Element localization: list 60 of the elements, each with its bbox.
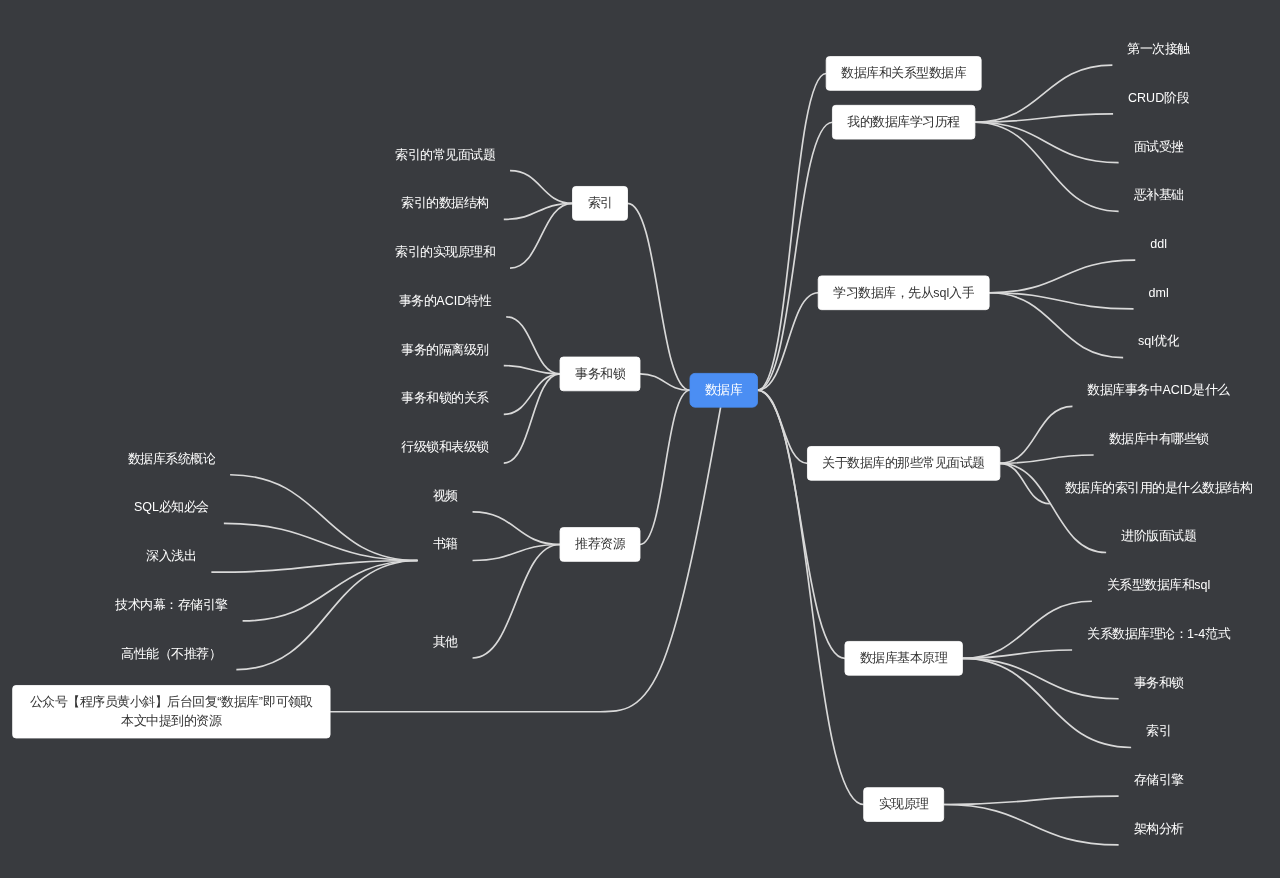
subtopic-label: 深入浅出: [146, 548, 197, 563]
subtopic-label: 数据库的索引用的是什么数据结构: [1064, 480, 1253, 495]
subtopic-label: 关系数据库理论：1-4范式: [1087, 626, 1231, 641]
subtopic-label: 高性能（不推荐）: [121, 645, 222, 661]
subtopic-label: 书籍: [432, 536, 458, 551]
subtopic-label: CRUD阶段: [1128, 90, 1190, 105]
connector-line: [961, 649, 1073, 660]
subtopic-label: 索引的常见面试题: [395, 146, 496, 162]
connector-line: [756, 389, 865, 806]
connector-line: [502, 373, 561, 464]
topic-box: 推荐资源: [559, 527, 641, 562]
connector-line: [329, 406, 722, 713]
subtopic-label: 事务和锁: [1133, 675, 1184, 690]
topic-box: 我的数据库学习历程: [832, 104, 976, 140]
topic-box: 数据库和关系型数据库: [825, 56, 982, 91]
connector-line: [961, 657, 1132, 749]
subtopic-label: 架构分析: [1133, 821, 1184, 836]
subtopic-label: 数据库系统概论: [127, 451, 216, 466]
topic-box: 实现原理: [863, 787, 945, 822]
subtopic-label: dml: [1148, 285, 1169, 300]
subtopic-label: 技术内幕：存储引擎: [115, 597, 228, 612]
subtopic-label: 数据库事务中ACID是什么: [1087, 382, 1230, 397]
connector-line: [988, 291, 1124, 359]
subtopic-label: ddl: [1150, 236, 1167, 251]
subtopic-label: 存储引擎: [1133, 772, 1184, 787]
connector-line: [639, 389, 691, 546]
connector-line: [974, 121, 1120, 213]
subtopic-label: SQL必知必会: [133, 499, 209, 514]
subtopic-label: 第一次接触: [1127, 41, 1190, 56]
subtopic-label: 进阶版面试题: [1121, 528, 1197, 543]
connector-line: [235, 559, 419, 671]
connector-line: [999, 405, 1074, 465]
subtopic-label: 数据库中有哪些锁: [1108, 431, 1209, 446]
subtopic-label: 恶补基础: [1133, 187, 1184, 202]
connector-line: [942, 803, 1120, 846]
subtopic-label: 事务的隔离级别: [401, 341, 489, 356]
connector-line: [999, 462, 1107, 554]
subtopic-label: 关系型数据库和sql: [1106, 577, 1211, 592]
connector-line: [639, 373, 691, 392]
subtopic-label: sql优化: [1138, 333, 1180, 348]
subtopic-label: 其他: [432, 634, 458, 649]
topic-box: 事务和锁: [559, 356, 641, 392]
topic-box: 数据库基本原理: [844, 641, 963, 676]
connector-line: [509, 169, 574, 205]
subtopic-label: 索引: [1146, 723, 1172, 738]
subtopic-label: 视频: [432, 488, 458, 503]
subtopic-label: 事务和锁的关系: [401, 390, 489, 405]
subtopic-label: 面试受挫: [1133, 138, 1184, 154]
topic-box: 关于数据库的那些常见面试题: [807, 446, 1001, 481]
topic-box: 公众号【程序员黄小斜】后台回复“数据库”即可领取本文中提到的资源: [12, 685, 331, 739]
topic-box: 学习数据库，先从sql入手: [817, 275, 990, 311]
connector-line: [999, 454, 1095, 465]
subtopic-label: 事务的ACID特性: [398, 293, 492, 308]
connector-line: [471, 543, 561, 659]
subtopic-label: 行级锁和表级锁: [401, 439, 489, 454]
topic-box: 索引: [572, 186, 628, 221]
central-topic-box: 数据库: [689, 372, 758, 408]
connector-line: [509, 202, 574, 269]
subtopic-label: 索引的实现原理和: [395, 244, 496, 259]
subtopic-label: 索引的数据结构: [401, 195, 489, 210]
